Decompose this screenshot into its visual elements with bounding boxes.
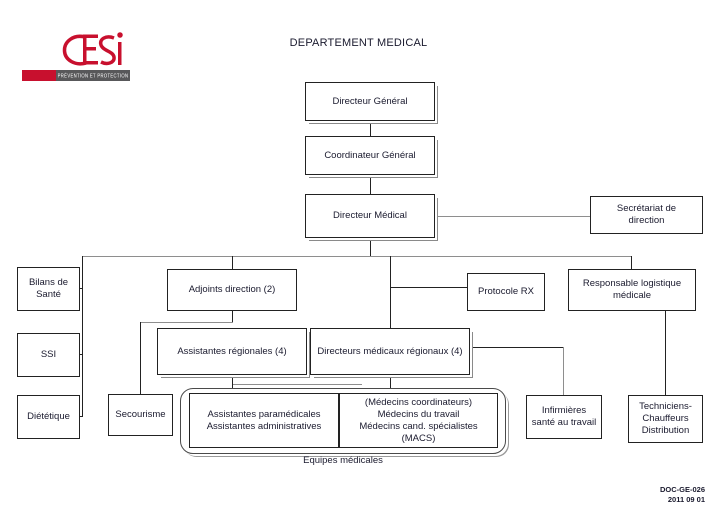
node-label: Protocole RX <box>478 286 534 297</box>
node-label-line: santé au travail <box>531 417 597 428</box>
cesi-logo: PRÉVENTION ET PROTECTION <box>22 30 130 84</box>
node-ssi[interactable]: SSI <box>17 333 80 377</box>
node-techniciens-chauffeurs-distribution[interactable]: Techniciens- Chauffeurs Distribution <box>628 395 703 443</box>
node-label-line: direction <box>628 215 665 226</box>
connector-dm-secretariat <box>437 216 590 217</box>
node-directeur-medical[interactable]: Directeur Médical <box>305 194 435 238</box>
node-label-line: médicale <box>612 290 652 301</box>
connector-bus-protocole-drop <box>390 256 391 287</box>
page-title: DEPARTEMENT MEDICAL <box>289 37 428 49</box>
node-label-line: Médecins cand. spécialistes (MACS) <box>359 420 478 444</box>
connector-dmr-medecins <box>390 375 391 394</box>
node-responsable-logistique-medicale[interactable]: Responsable logistique médicale <box>568 269 696 311</box>
node-label: Assistantes régionales (4) <box>177 345 287 357</box>
node-directeurs-medicaux-regionaux[interactable]: Directeurs médicaux régionaux (4) <box>310 328 470 375</box>
node-label: Directeur Médical <box>333 210 407 221</box>
connector-bus-left-drop <box>82 256 83 288</box>
connector-ssi-stub <box>78 354 83 355</box>
node-label-line: Secrétariat de <box>616 203 677 214</box>
connector-dm-bus-drop <box>370 238 371 256</box>
connector-logistique-techniciens <box>665 311 666 395</box>
node-label-line: Techniciens- <box>639 401 692 412</box>
node-label: SSI <box>40 349 57 360</box>
node-secretariat-direction[interactable]: Secrétariat de direction <box>590 196 703 234</box>
connector-cg-dm <box>370 175 371 194</box>
node-medecins[interactable]: (Médecins coordinateurs) Médecins du tra… <box>339 393 498 448</box>
connector-adjoints-drop <box>232 311 233 322</box>
node-label-line: Infirmières <box>541 405 587 416</box>
connector-secondary-bus <box>140 322 233 323</box>
connector-bilans-stub <box>78 288 83 289</box>
node-bilans-de-sante[interactable]: Bilans de Santé <box>17 267 80 311</box>
node-label-line: Distribution <box>641 425 690 436</box>
connector-bus-dmr-drop <box>390 287 391 333</box>
node-infirmieres-sante-au-travail[interactable]: Infirmières santé au travail <box>526 395 602 439</box>
connector-bus-logistique <box>631 256 632 269</box>
node-label-line: Chauffeurs <box>642 413 689 424</box>
node-coordinateur-general[interactable]: Coordinateur Général <box>305 136 435 175</box>
cesi-logo-tagline: PRÉVENTION ET PROTECTION <box>57 72 129 79</box>
node-protocole-rx[interactable]: Protocole RX <box>467 273 545 311</box>
node-label-line: Bilans de <box>28 277 69 288</box>
node-assistantes-regionales[interactable]: Assistantes régionales (4) <box>157 328 307 375</box>
node-label: Adjoints direction (2) <box>188 284 276 295</box>
footer-doc-code: DOC-GE-026 <box>659 485 705 494</box>
node-label: Directeur Général <box>332 95 408 107</box>
node-adjoints-direction[interactable]: Adjoints direction (2) <box>167 269 297 311</box>
node-label: Directeurs médicaux régionaux (4) <box>317 345 463 357</box>
footer-doc-date: 2011 09 01 <box>667 495 705 504</box>
node-directeur-general[interactable]: Directeur Général <box>305 82 435 121</box>
node-label: Diététique <box>27 411 70 422</box>
node-label: Coordinateur Général <box>324 149 416 161</box>
connector-dmr-infirmieres <box>470 347 563 348</box>
node-assistantes-paramedicales-administratives[interactable]: Assistantes paramédicales Assistantes ad… <box>189 393 339 448</box>
connector-assistantes-drop <box>232 375 233 384</box>
group-caption-equipes-medicales: Equipes médicales <box>303 455 383 466</box>
node-secourisme[interactable]: Secourisme <box>108 394 173 436</box>
connector-bus-adjoints <box>232 256 233 269</box>
connector-equipes-bus <box>232 384 362 385</box>
cesi-logo-tagline-bar: PRÉVENTION ET PROTECTION <box>22 70 130 81</box>
node-label-line: Santé <box>36 289 61 300</box>
connector-infirmieres-drop <box>563 347 564 395</box>
cesi-logo-red-block <box>22 70 56 81</box>
connector-bus-left-run <box>82 288 83 354</box>
connector-dg-cg <box>370 121 371 141</box>
node-label-line: (Médecins coordinateurs) <box>364 396 473 408</box>
node-label: Secourisme <box>115 409 166 420</box>
document-footer: DOC-GE-026 2011 09 01 <box>660 485 705 505</box>
node-label-line: Assistantes paramédicales <box>207 408 321 420</box>
node-label-line: Assistantes administratives <box>206 420 322 432</box>
node-label-line: Responsable logistique <box>582 278 682 289</box>
connector-bus-left-run2 <box>82 354 83 416</box>
connector-secourisme-drop <box>140 322 141 394</box>
connector-main-bus <box>82 256 631 257</box>
cesi-logo-mark <box>62 32 123 66</box>
node-label-line: Médecins du travail <box>377 408 460 420</box>
node-dietetique[interactable]: Diététique <box>17 395 80 439</box>
connector-dietetique-stub <box>78 416 83 417</box>
connector-protocole-rx <box>390 287 467 288</box>
